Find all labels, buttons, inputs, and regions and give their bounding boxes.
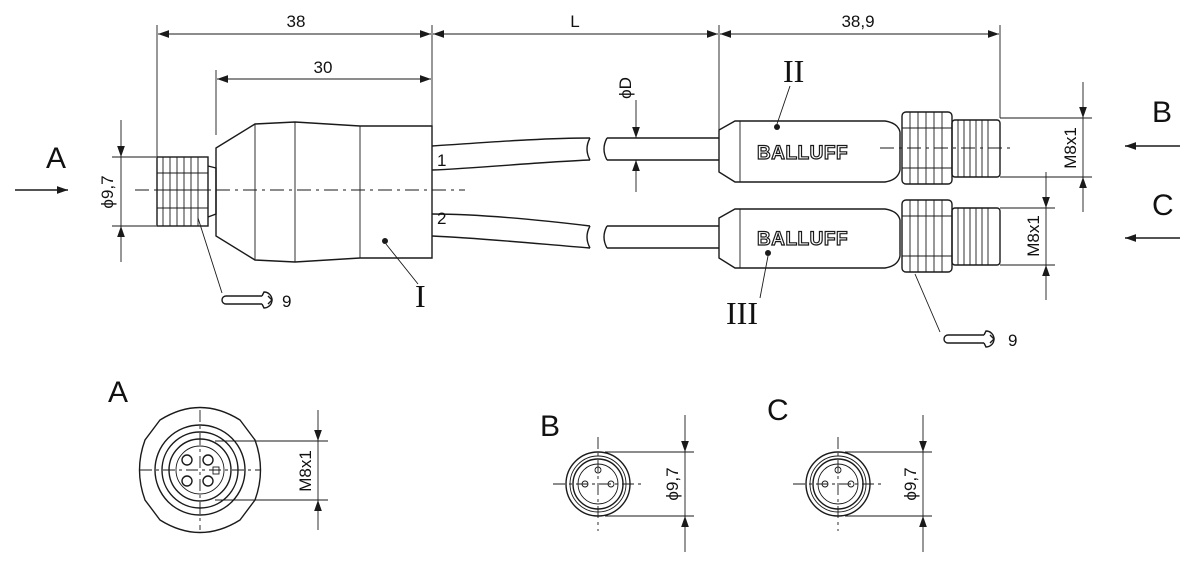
wire-label-2: 2 [437,209,446,228]
dim-length-right: 38,9 [841,12,874,31]
part-label-3: III [726,295,758,331]
connector-c-nut [901,199,1001,273]
top-dimensions [156,25,1001,160]
dim-thread-c-text: M8x1 [1024,215,1043,257]
dim-section-b-diameter [605,415,694,552]
section-label-a: A [108,376,128,409]
view-label-c: C [1152,189,1174,222]
dim-left-diameter-text: ϕ9,7 [98,175,117,208]
splitter-body [215,121,433,285]
section-view-a [138,406,262,534]
dim-left-diameter [112,120,156,262]
connector-b-nut [880,111,1015,185]
dim-thread-b-text: M8x1 [1061,127,1080,169]
part-label-2: II [783,53,804,89]
wrench-icon-left [197,217,273,309]
section-view-c [793,437,883,531]
connector-b-body [718,85,901,183]
section-label-b: B [540,410,560,443]
section-view-b [553,437,643,531]
view-label-b: B [1152,96,1172,129]
connector-c-body [718,208,901,299]
dim-length-left: 38 [287,12,306,31]
dim-thread-c [1000,172,1055,300]
dim-section-a-thread [215,410,328,530]
part-label-1: I [415,278,426,314]
brand-logo-bottom: BALLUFF [757,229,848,250]
dim-length-cable: L [570,12,579,31]
section-label-c: C [767,394,789,427]
left-coupling-nut [156,156,217,227]
dim-section-a-thread-text: M8x1 [296,450,315,492]
view-label-a: A [46,142,66,175]
dim-cable-diameter-text: ϕD [616,77,635,99]
brand-logo-top: BALLUFF [757,143,848,164]
wrench-size-left: 9 [282,292,291,311]
dim-section-c-diameter-text: ϕ9,7 [901,467,920,500]
dim-section-b-diameter-text: ϕ9,7 [663,467,682,500]
dim-length-body: 30 [314,58,333,77]
cables [431,137,719,249]
wrench-icon-right [914,273,995,348]
dim-section-c-diameter [845,415,932,552]
wrench-size-right: 9 [1008,331,1017,350]
wire-label-1: 1 [437,151,446,170]
